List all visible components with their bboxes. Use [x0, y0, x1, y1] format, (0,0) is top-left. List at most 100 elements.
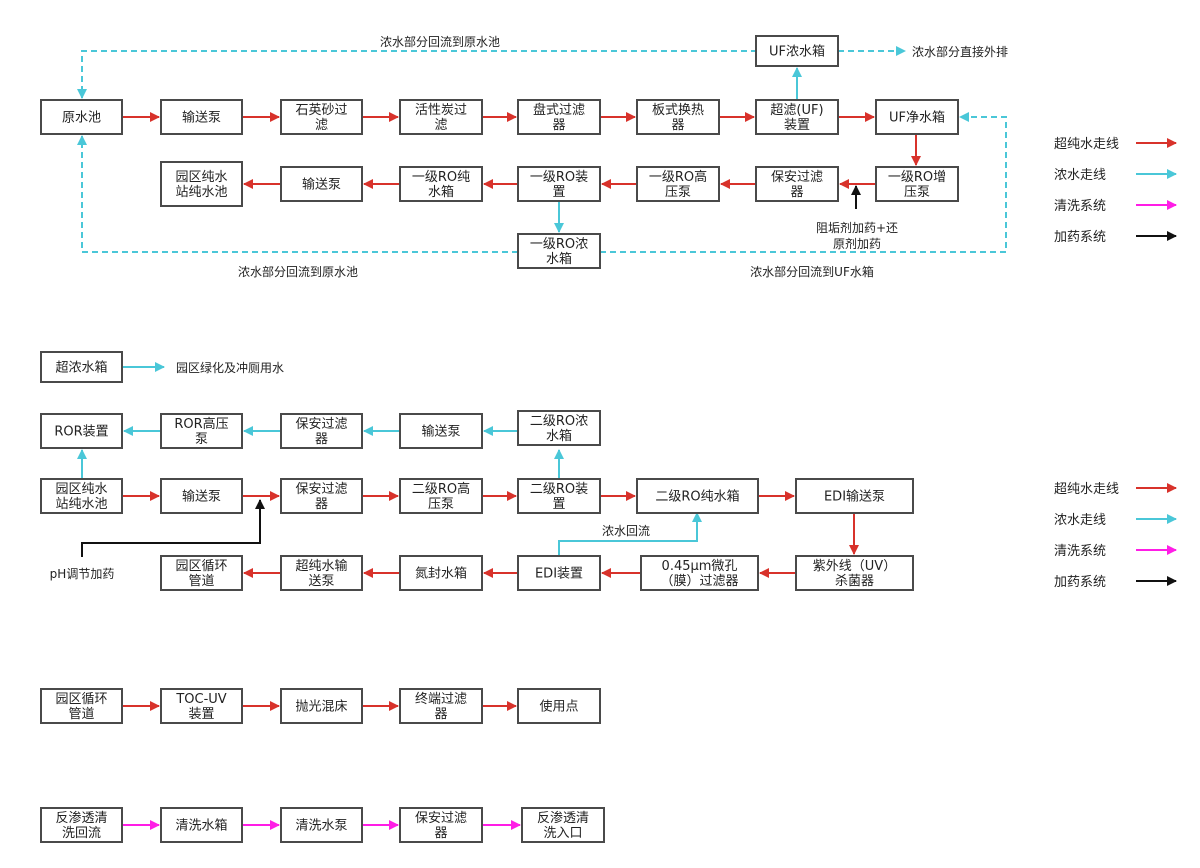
- concentrate-return-label: 浓水回流: [602, 524, 650, 538]
- node-label: 反渗透清: [537, 811, 589, 826]
- node-box: [399, 413, 483, 449]
- node-box: [280, 413, 363, 449]
- node-yuanshuichi: 原水池: [40, 99, 123, 135]
- node-box: [40, 351, 123, 383]
- legend-label: 清洗系统: [1054, 199, 1106, 214]
- node-label: 器: [671, 118, 684, 133]
- node-shusongbeng4: 输送泵: [160, 478, 243, 514]
- node-label: 二级RO纯水箱: [655, 489, 739, 505]
- node-label: 管道: [188, 574, 214, 589]
- node-box: [40, 478, 123, 514]
- node-box: [160, 413, 243, 449]
- legend-label: 超纯水走线: [1054, 482, 1119, 497]
- legend-item-cleaning: 清洗系统: [1054, 199, 1177, 214]
- node-box: [160, 688, 243, 724]
- node-label: 二级RO浓: [530, 414, 588, 429]
- flow-labels: 浓水部分回流到原水池浓水部分直接外排浓水部分回流到原水池浓水部分回流到UF水箱阻…: [50, 34, 1008, 581]
- node-box: [280, 688, 363, 724]
- node-label: 反渗透清: [55, 811, 107, 826]
- node-box: [160, 555, 243, 591]
- legend-label: 浓水走线: [1054, 513, 1106, 528]
- process-nodes: 原水池输送泵石英砂过滤活性炭过滤盘式过滤器板式换热器超滤(UF)装置UF浓水箱U…: [40, 35, 959, 843]
- node-box: [755, 35, 839, 67]
- node-label: EDI输送泵: [824, 489, 885, 505]
- node-box: [399, 99, 483, 135]
- node-box: [875, 166, 959, 202]
- return-to-uf-tank-label: 浓水部分回流到UF水箱: [750, 264, 874, 279]
- node-edi: EDI装置: [517, 555, 601, 591]
- node-label: 水箱: [546, 251, 572, 267]
- node-label: TOC-UV: [175, 692, 226, 707]
- node-box: [636, 478, 759, 514]
- legend-label: 清洗系统: [1054, 544, 1106, 559]
- node-box: [280, 99, 363, 135]
- node-label: UF浓水箱: [769, 44, 825, 60]
- return-to-raw-water-label: 浓水部分回流到原水池: [380, 34, 500, 49]
- node-box: [40, 99, 123, 135]
- node-box: [517, 166, 601, 202]
- node-label: 水箱: [546, 428, 572, 444]
- legend-label: 加药系统: [1054, 230, 1106, 245]
- legend-label: 超纯水走线: [1054, 137, 1119, 152]
- legend-item-cleaning: 清洗系统: [1054, 544, 1177, 559]
- node-label: 活性炭过: [415, 103, 467, 118]
- node-label: 保安过滤: [415, 811, 467, 826]
- node-label: 装置: [188, 707, 214, 722]
- node-shiyongdian: 使用点: [517, 688, 601, 724]
- node-label: 保安过滤: [295, 482, 347, 497]
- node-label: ROR装置: [54, 425, 108, 440]
- node-label: 送泵: [308, 574, 334, 589]
- node-guolvqi045: 0.45μm微孔（膜）过滤器: [640, 555, 759, 591]
- node-shusongbeng1: 输送泵: [160, 99, 243, 135]
- legend-label: 加药系统: [1054, 575, 1106, 590]
- node-box: [160, 161, 243, 207]
- node-box: [640, 555, 759, 591]
- node-label: EDI装置: [535, 567, 583, 582]
- node-label: 洗回流: [62, 826, 101, 841]
- direct-discharge-label: 浓水部分直接外排: [912, 44, 1008, 59]
- node-box: [517, 688, 601, 724]
- legend-item-ultrapure: 超纯水走线: [1054, 482, 1177, 497]
- node-label: 站纯水池: [55, 497, 107, 512]
- node-label: 压泵: [904, 185, 930, 200]
- ph-dosing-arrow: [81, 499, 265, 557]
- node-label: UF净水箱: [889, 110, 945, 126]
- node-label: 压泵: [428, 497, 454, 512]
- greening-water-label: 园区绿化及冲厕用水: [176, 360, 284, 375]
- node-box: [160, 807, 243, 843]
- node-box: [517, 233, 601, 269]
- node-box: [517, 99, 601, 135]
- node-label: 器: [315, 497, 328, 512]
- node-box: [636, 99, 720, 135]
- node-label: 一级RO纯: [412, 170, 470, 185]
- node-box: [755, 166, 839, 202]
- node-box: [40, 807, 123, 843]
- node-label: 管道: [68, 707, 94, 722]
- node-label: 保安过滤: [771, 170, 823, 185]
- node-label: （膜）过滤器: [660, 574, 738, 589]
- node-chaonong: 超浓水箱: [40, 351, 123, 383]
- node-uf: 超滤(UF)装置: [755, 99, 839, 135]
- node-label: 器: [434, 826, 447, 841]
- node-label: 置: [552, 497, 565, 512]
- node-label: 超滤(UF): [770, 103, 823, 118]
- node-label: 输送泵: [302, 177, 341, 193]
- node-label: 板式换热: [652, 103, 704, 118]
- node-label: 超纯水输: [295, 558, 347, 574]
- node-box: [399, 166, 483, 202]
- legend-item-dosing: 加药系统: [1054, 230, 1177, 245]
